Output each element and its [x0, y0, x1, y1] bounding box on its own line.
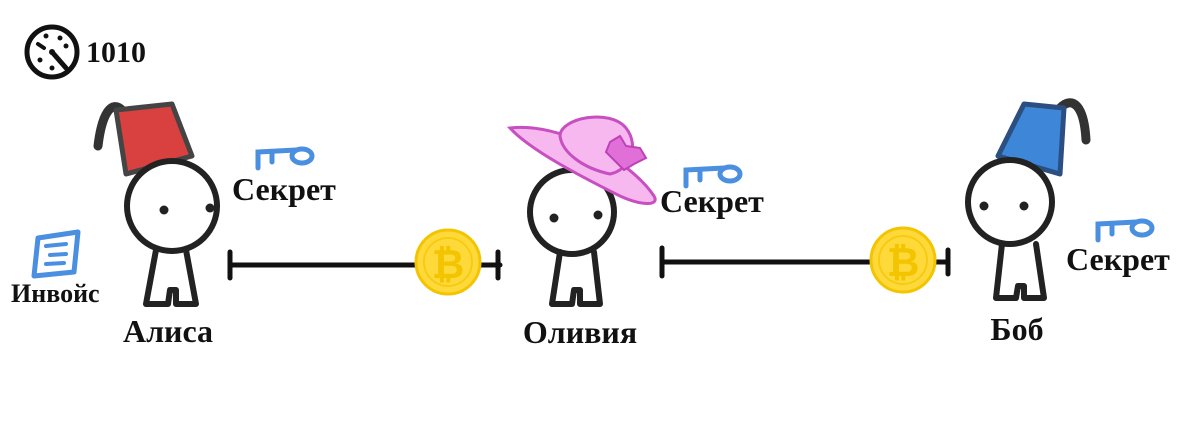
secret-label-bob: Секрет — [1066, 241, 1170, 277]
bob-figure — [965, 98, 1091, 301]
key-icon — [683, 164, 743, 189]
bitcoin-coin-icon: ₿ — [869, 226, 937, 294]
svg-text:₿: ₿ — [432, 243, 465, 287]
secret-label-alice: Секрет — [232, 171, 336, 207]
olivia-name: Оливия — [523, 314, 637, 350]
key-icon — [1095, 218, 1155, 243]
olivia-figure — [506, 115, 657, 307]
invoice-label: Инвойс — [11, 279, 100, 308]
clock-icon — [24, 24, 80, 80]
bitcoin-coin-icon: ₿ — [414, 228, 482, 296]
secret-label-olivia: Секрет — [660, 183, 764, 219]
alice-name: Алиса — [123, 313, 213, 349]
invoice-icon — [31, 229, 81, 279]
alice-figure — [93, 101, 220, 307]
key-icon — [255, 146, 315, 171]
payment-channel-alice-olivia — [227, 249, 503, 281]
bob-name: Боб — [990, 311, 1043, 347]
svg-text:₿: ₿ — [887, 241, 920, 285]
block-height-label: 1010 — [86, 36, 146, 69]
